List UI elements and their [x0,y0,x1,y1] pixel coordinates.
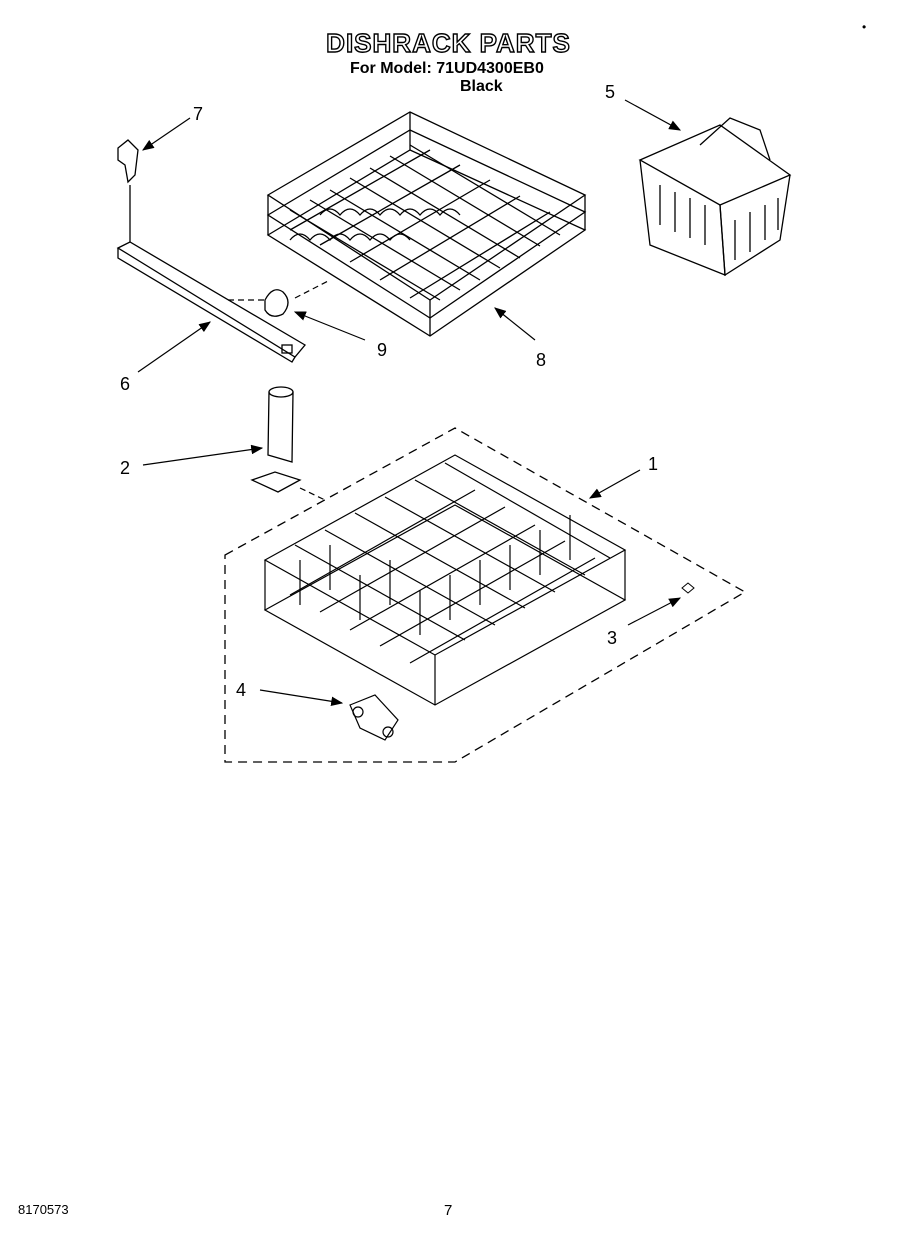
wheel-assembly [349,694,399,741]
callout-5: 5 [605,82,616,102]
leader-lines [137,99,682,707]
callout-6: 6 [120,374,131,394]
wheel-part [681,582,695,594]
lower-rack-outline [224,427,747,763]
rack-stop [264,289,289,317]
callout-9: 9 [377,340,388,360]
callout-2: 2 [120,458,131,478]
color-line: Black [460,78,503,95]
model-line: For Model: 71UD4300EB0 [350,60,544,77]
callout-4: 4 [236,680,247,700]
callout-3: 3 [607,628,618,648]
page-number: 7 [444,1202,453,1219]
tine-support [250,386,302,493]
document-number: 8170573 [18,1202,69,1217]
lower-dishrack [263,454,627,706]
upper-dishrack [266,111,587,337]
silverware-basket [638,117,792,277]
rail-clip [117,139,139,184]
callout-7: 7 [193,104,204,124]
callout-8: 8 [536,350,547,370]
callout-1: 1 [648,454,659,474]
corner-mark: • [862,20,867,34]
rack-rail [116,139,306,363]
page-title: DISHRACK PARTS [325,27,571,58]
